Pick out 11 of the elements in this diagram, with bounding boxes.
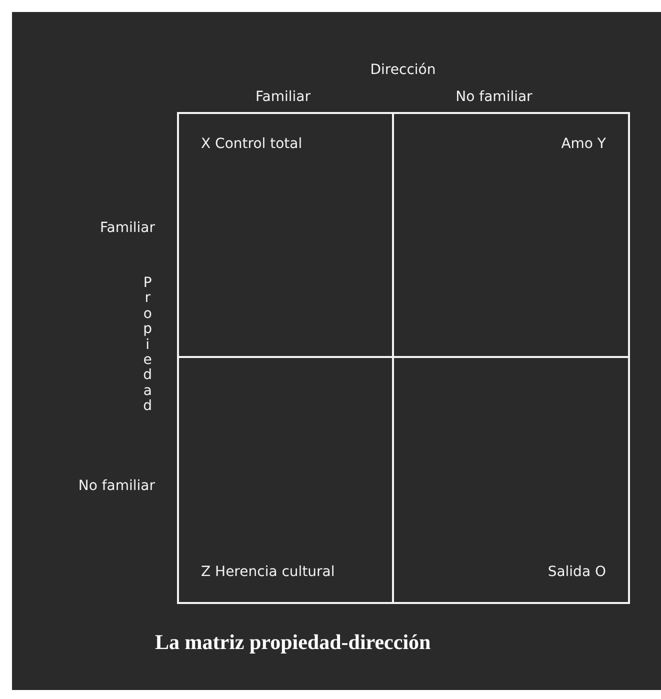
axis-title: Dirección [370, 62, 436, 78]
column-heading: Familiar [256, 89, 310, 105]
caption: La matriz propiedad-dirección [155, 630, 431, 655]
cell-label: Salida O [548, 564, 606, 580]
axis-title: Propiedad [143, 276, 152, 415]
cell-label: X Control total [201, 136, 302, 152]
column-heading: No familiar [456, 89, 532, 105]
cell-label: Z Herencia cultural [201, 564, 335, 580]
cell-label: Amo Y [561, 136, 606, 152]
row-heading: Familiar [100, 220, 155, 236]
row-heading: No familiar [78, 478, 155, 494]
